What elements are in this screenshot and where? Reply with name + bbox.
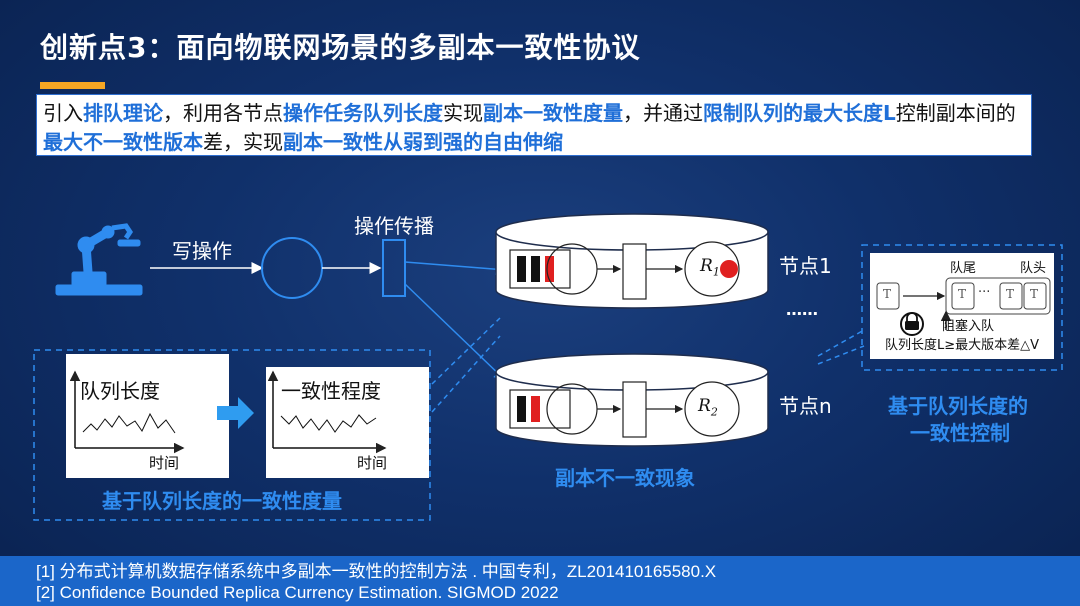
replica-r2-label: R2 [698,396,718,419]
noden-label: 节点n [779,394,832,418]
lock-icon [900,312,924,336]
intro-text-0: 引入 [43,101,83,125]
reference-1: [1] 分布式计算机数据存储系统中多副本一致性的控制方法 . 中国专利，ZL20… [36,562,717,581]
control-connector-lower [817,345,865,365]
intro-highlight-scaling: 副本一致性从弱到强的自由伸缩 [283,130,563,154]
queue-item-1: T [958,287,967,301]
propagate-box [382,239,406,297]
control-caption-line2: 一致性控制 [910,421,1010,445]
title-accent-bar [40,82,105,89]
queue-length-axis-label: 队列长度 [80,379,160,403]
intro-text-10: 差，实现 [203,130,283,154]
robot-arm-icon [55,223,143,296]
buffer-circle [261,237,323,299]
node-ellipsis: …… [786,300,818,319]
slide-title: 创新点3：面向物联网场景的多副本一致性协议 [40,31,641,64]
propagate-label: 操作传播 [354,214,434,238]
control-connector-upper [817,329,865,357]
queue-item-dots: ··· [978,285,991,300]
node1-label: 节点1 [779,254,832,278]
write-op-label: 写操作 [172,239,232,263]
intro-highlight-queueing-theory: 排队理论 [83,101,163,125]
measure-caption: 基于队列长度的一致性度量 [102,489,342,513]
queue-item-3: T [1030,287,1039,301]
references-footer: [1] 分布式计算机数据存储系统中多副本一致性的控制方法 . 中国专利，ZL20… [0,556,1080,606]
control-caption-line1: 基于队列长度的 [888,394,1028,418]
queue-head-label: 队头 [1020,261,1047,276]
intro-highlight-max-length: 限制队列的最大长度L [703,101,896,125]
queue-control-panel [870,253,1054,359]
propagate-to-node1-arrow [404,261,508,276]
measure-connector-upper [431,317,501,385]
consistency-degree-chart [266,367,429,478]
node1-queue [509,241,740,300]
limit-rule-label: 队列长度L≥最大版本差△V [885,338,1040,353]
inconsistency-caption: 副本不一致现象 [555,466,695,490]
node1-replica-red-dot [720,260,738,278]
measure-connector-lower [431,335,501,413]
intro-text-4: 实现 [443,101,483,125]
queue-item-2: T [1006,287,1015,301]
intro-highlight-consistency-measure: 副本一致性度量 [483,101,623,125]
intro-text-2: ，利用各节点 [163,101,283,125]
measure-dashed-box [33,349,431,521]
queue-length-chart [66,354,229,478]
noden-queue [509,381,740,438]
time-axis-label-2: 时间 [357,454,388,472]
measure-transform-arrow [217,397,254,429]
queue-tail-label: 队尾 [950,261,977,276]
intro-highlight-queue-length: 操作任务队列长度 [283,101,443,125]
intro-highlight-max-version-gap: 最大不一致性版本 [43,130,203,154]
control-dashed-box [861,244,1063,371]
time-axis-label-1: 时间 [149,454,180,472]
intro-box: 引入排队理论，利用各节点操作任务队列长度实现副本一致性度量，并通过限制队列的最大… [36,94,1032,156]
intro-text-6: ，并通过 [623,101,703,125]
replica-r1-label: R1 [700,256,720,279]
reference-2: [2] Confidence Bounded Replica Currency … [36,583,559,602]
propagate-to-noden-arrow [404,283,507,382]
queue-item-incoming: T [883,287,892,301]
block-enqueue-label: 阻塞入队 [942,319,995,334]
consistency-degree-axis-label: 一致性程度 [281,379,381,403]
intro-text-8: 控制副本间的 [895,101,1016,125]
